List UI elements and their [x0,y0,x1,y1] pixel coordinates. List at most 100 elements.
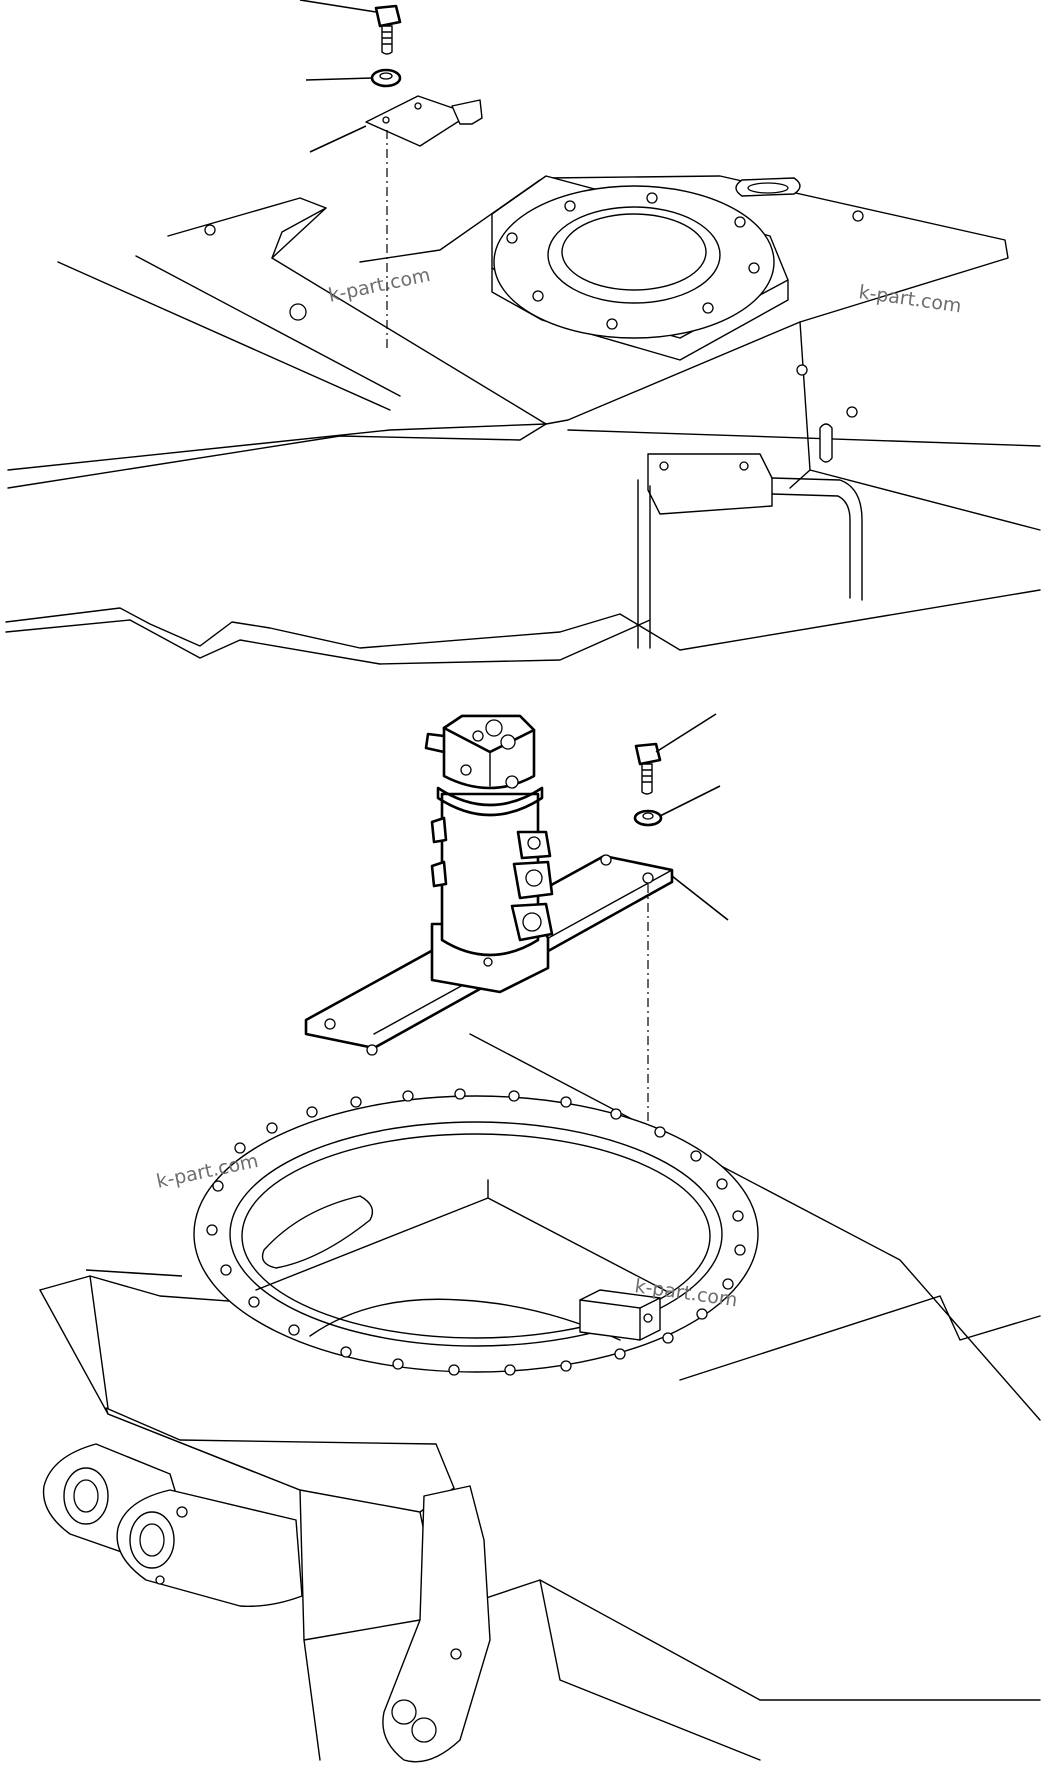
swivel-top-port [485,719,503,737]
deck-plate-left [7,197,547,471]
ring-bolt-hole [614,1348,626,1360]
watermark-top-right: k-part.com [857,281,963,317]
cylinder-bracket-hole [450,1648,462,1660]
bracket-bolt-hole [382,116,390,124]
bracket-hole [659,461,669,471]
deck-vertical-slot [819,423,833,463]
ring-bolt-hole [734,1244,746,1256]
upper-frame-view [5,0,1041,665]
turntable-frame-edge-5 [89,1275,109,1409]
lower-bolt-shank [641,763,653,795]
plate-bolt-hole [642,872,654,884]
leader-line-lower-plate [671,875,729,921]
frame-bottom-wave [5,589,1041,651]
ring-bolt-hole [350,1096,362,1108]
flange-bolt-hole [748,262,760,274]
ring-bolt-hole [610,1108,622,1120]
ring-interior-lower [309,1298,621,1341]
ring-bolt-hole [696,1308,708,1320]
flange-bolt-hole [506,232,518,244]
cylinder-bracket-pin [391,1699,417,1725]
deck-hole [846,406,858,418]
flange-bolt-hole [702,302,714,314]
ring-interior-floor [255,1179,669,1293]
plate-bolt-hole [366,1044,378,1056]
swivel-base-hole [483,957,493,967]
ring-bolt-hole [220,1264,232,1276]
bracket-bolt-hole [414,102,422,110]
ring-bolt-hole [690,1150,702,1162]
swivel-port-hole [522,912,542,932]
deck-front-edge [7,423,547,489]
deck-hole [204,224,216,236]
bracket-hole [739,461,749,471]
swivel-port-hole [525,869,543,887]
plate-bolt-hole [600,854,612,866]
swivel-port-left-upper [430,816,448,844]
ring-bolt-hole [716,1178,728,1190]
boom-cylinder-bracket [382,1485,491,1763]
ring-bolt-hole [206,1224,218,1236]
ring-bolt-hole [448,1364,460,1376]
leader-line-upper-bolt [299,0,377,13]
upper-bolt-head [374,4,402,28]
ring-bolt-hole [212,1180,224,1192]
ring-bolt-hole [266,1122,278,1134]
leader-line-upper-washer [305,77,373,81]
watermark-top-left: k-part.com [326,264,432,307]
ring-bolt-hole [722,1278,734,1290]
lower-bolt-thread [642,769,652,783]
frame-rear-edge-2 [809,469,1041,531]
deck-slot [271,207,327,259]
leader-line-lower-washer [659,785,721,817]
ring-bolt-hole [454,1088,466,1100]
lower-bolt-head [634,742,662,766]
ring-bolt-hole [234,1142,246,1154]
deck-hole [796,364,808,376]
plate-bolt-hole [324,1018,336,1030]
flange-bolt-hole [606,318,618,330]
boom-foot-hole [176,1506,188,1518]
ring-bolt-hole [392,1358,404,1370]
swivel-flange-block-side [491,267,789,361]
upper-mounting-bracket-tab [451,99,483,125]
swivel-port-left-lower [430,860,448,888]
flange-bolt-hole [532,290,544,302]
deck-oval-slot-inner [747,182,789,194]
ring-bolt-hole [732,1210,744,1222]
slewing-ring-inner-step [241,1133,711,1339]
ring-bolt-hole [340,1346,352,1358]
boom-foot-right-pin [139,1523,165,1557]
swivel-joint-stopper [424,732,446,754]
upper-bolt-shank [381,25,393,55]
swivel-side-port [460,764,472,776]
ring-bolt-hole [306,1106,318,1118]
lower-washer-hole [642,812,654,820]
boom-foot-frame-lower [303,1579,761,1761]
deck-diagonal-1 [57,261,391,411]
rear-bracket-frame [637,477,863,649]
leader-line-slewing-ring [85,1269,183,1277]
ring-bolt-hole [248,1296,260,1308]
ring-bolt-hole [508,1090,520,1102]
flange-bolt-hole [564,200,576,212]
swivel-joint-flange [436,786,544,817]
frame-rear-edge-1 [567,429,1041,447]
ring-bolt-hole [402,1090,414,1102]
upper-bolt-thread [382,31,392,45]
boom-foot-left-pin [73,1479,99,1513]
deck-right-step [789,321,811,489]
boom-foot-hole [155,1575,165,1585]
ring-bolt-hole [504,1364,516,1376]
deck-hole [852,210,864,222]
ring-mount-block-hole [643,1313,653,1323]
ring-bolt-hole [662,1332,674,1344]
ring-bolt-hole [560,1360,572,1372]
swivel-flange-bore-inner [561,213,707,291]
cylinder-bracket-pin [411,1717,437,1743]
upper-washer-hole [379,72,393,80]
swivel-port-hole [527,836,541,850]
frame-bottom-wave-2 [5,619,651,665]
ring-interior-oval-cutout [261,1195,374,1269]
